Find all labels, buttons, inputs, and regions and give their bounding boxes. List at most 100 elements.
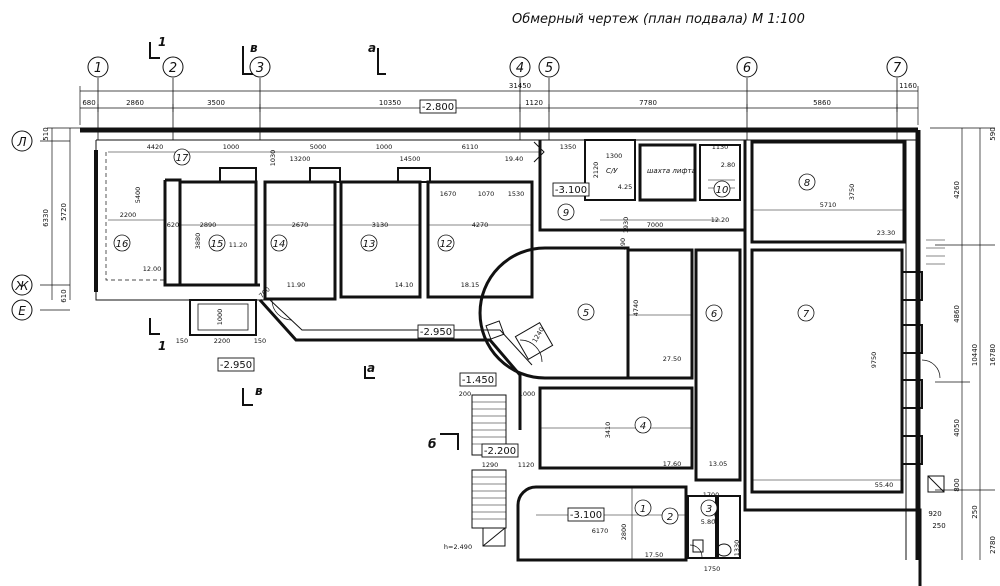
dim: 2.80 [721, 161, 735, 169]
room-number: 13 [363, 239, 376, 250]
dim: 27.50 [663, 355, 682, 363]
level-mark-l2800: -2.800 [419, 99, 457, 114]
level-mark-l2950: -2.950 [417, 324, 455, 339]
dim-4260: 4260 [953, 181, 961, 199]
room-number: 5 [583, 308, 589, 319]
dimension-lines [47, 86, 995, 560]
axis-label: Л [16, 135, 26, 149]
dim: 1500 [713, 505, 721, 522]
dim: 1000 [223, 143, 240, 151]
dim-overall: 31450 [509, 82, 531, 90]
dim: 14.10 [395, 281, 414, 289]
lift-shaft-label: шахта лифта [647, 167, 696, 175]
dim: 5000 [310, 143, 327, 151]
room-bubble: 12 [437, 234, 455, 252]
level-marks: -2.800 -3.100 -2.950 -2.950 -1.450 -2.20… [217, 99, 605, 522]
dim: 1670 [440, 190, 457, 198]
room-bubble: 15 [208, 234, 226, 252]
room-bubble: 13 [360, 234, 378, 252]
level-value: -2.200 [484, 446, 516, 457]
dim-3500: 3500 [207, 99, 225, 107]
room-number: 1 [640, 504, 646, 515]
door-swings [271, 299, 941, 558]
dim-800: 800 [953, 478, 961, 491]
dim: 4420 [147, 143, 164, 151]
dim-4860: 4860 [953, 305, 961, 323]
axis-bubble-Zh: Ж [11, 274, 33, 296]
dim: 1700 [703, 491, 720, 499]
dim-5860: 5860 [813, 99, 831, 107]
dim: 5400 [134, 187, 142, 204]
room-bubble: 6 [705, 304, 723, 322]
axis-label: 7 [893, 61, 902, 76]
wc-label: С/У [606, 167, 618, 175]
dim: 1300 [606, 152, 623, 160]
dim: 1000 [216, 309, 224, 326]
axis-label: 6 [743, 61, 751, 76]
room-number: 15 [211, 239, 224, 250]
dim-16780: 16780 [989, 344, 997, 366]
dim: 12.20 [711, 216, 730, 224]
dim: 200 [459, 390, 471, 398]
dim-920: 920 [928, 510, 941, 518]
dim: 5.80 [701, 518, 715, 526]
dim-680: 680 [82, 99, 95, 107]
walls [80, 127, 923, 586]
dim: 4.25 [618, 183, 632, 191]
axis-label: 5 [545, 61, 553, 76]
level-value: -2.800 [422, 102, 454, 113]
axis-bubble-2: 2 [162, 56, 184, 78]
dim: 3750 [848, 184, 856, 201]
axis-label: Ж [15, 279, 30, 293]
dim: 1290 [482, 461, 499, 469]
level-value: -2.950 [420, 327, 452, 338]
room-number: 2 [667, 512, 673, 523]
dim: 2800 [620, 524, 628, 541]
dim: 23.30 [877, 229, 896, 237]
section-label-a: а [368, 41, 376, 55]
dim-1160: 1160 [899, 82, 917, 90]
room-labels: шахта лифта С/У [606, 167, 696, 175]
axis-label: 4 [516, 61, 524, 76]
level-mark-l1450: -1.450 [459, 372, 497, 387]
dim: 150 [176, 337, 188, 345]
dim: 1350 [560, 143, 577, 151]
dim-5720: 5720 [60, 203, 68, 221]
room-number: 12 [440, 239, 453, 250]
dim-1120: 1120 [525, 99, 543, 107]
dim: 4270 [472, 221, 489, 229]
axis-bubble-3: 3 [249, 56, 271, 78]
axis-bubble-1: 1 [87, 56, 109, 78]
room-bubble: 9 [557, 203, 575, 221]
level-mark-l2200: -2.200 [481, 443, 519, 458]
dim: 13.05 [709, 460, 728, 468]
axis-label: 1 [94, 61, 102, 76]
section-label-vb: в [255, 384, 263, 398]
dim: 2200 [214, 337, 231, 345]
dim: 18.15 [461, 281, 480, 289]
dim: 13200 [290, 155, 311, 163]
axis-bubble-E: Е [11, 299, 33, 321]
dim: 1070 [478, 190, 495, 198]
dim-2860: 2860 [126, 99, 144, 107]
level-value: -2.950 [220, 360, 252, 371]
axis-grid [40, 78, 898, 311]
auxiliary-lines [108, 151, 904, 560]
room-number: 14 [273, 239, 286, 250]
section-label-ab: а [367, 361, 375, 375]
dim: 2890 [200, 221, 217, 229]
room-numbers: 1 2 3 4 5 6 7 8 9 10 12 13 14 15 16 17 [113, 148, 816, 525]
axis-label: Е [18, 304, 26, 318]
room-number: 7 [803, 309, 810, 320]
room-bubble: 7 [797, 304, 815, 322]
section-label-1: 1 [158, 35, 166, 49]
dim: 6110 [462, 143, 479, 151]
room-bubble: 3 [700, 499, 718, 517]
room-number: 6 [711, 309, 717, 320]
room-bubble: 8 [798, 173, 816, 191]
dim-610: 610 [60, 289, 68, 302]
room-bubble: 2 [661, 507, 679, 525]
level-mark-l3100: -3.100 [552, 182, 590, 197]
dim: 11.90 [287, 281, 306, 289]
